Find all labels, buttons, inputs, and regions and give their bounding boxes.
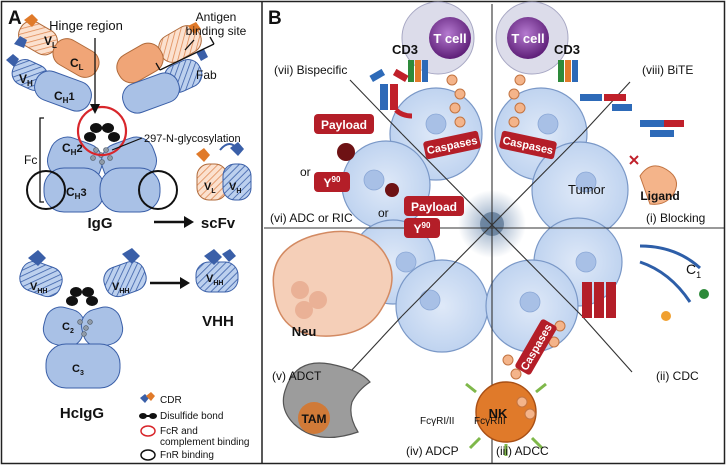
- fab-label: Fab: [196, 68, 217, 82]
- panel-a: A: [6, 8, 252, 461]
- svg-text:VH: VH: [229, 181, 241, 195]
- fcr-binding-circle: [76, 105, 128, 157]
- scfv-molecule: VL VH: [196, 142, 252, 201]
- panel-b: B: [264, 1, 724, 463]
- nk-cell: NK: [465, 381, 547, 456]
- igg-fc: [43, 136, 161, 213]
- panel-a-letter: A: [8, 8, 22, 29]
- or-label-2: or: [378, 206, 389, 220]
- y90-tag-2: Y90: [404, 218, 440, 238]
- neu-label: Neu: [292, 324, 317, 339]
- c1-label: C1: [686, 261, 701, 280]
- sector-cdc: (ii) CDC: [656, 369, 699, 383]
- sector-blocking: (i) Blocking: [646, 211, 705, 225]
- fnr-binding-circle-right: [138, 170, 178, 210]
- svg-text:Y90: Y90: [324, 175, 341, 190]
- legend: CDR Disulfide bond FcR and complement bi…: [139, 392, 250, 461]
- antigen-binding-label-1: Antigen: [196, 10, 237, 24]
- tcell-right: T cell: [495, 1, 569, 75]
- ch2-label: CH2: [62, 141, 83, 157]
- vhh-label: VHH: [202, 313, 234, 330]
- sector-adc: (vi) ADC or RIC: [270, 211, 353, 225]
- svg-text:VL: VL: [204, 181, 216, 195]
- svg-text:C2: C2: [62, 321, 74, 335]
- payload-tag-1: Payload: [314, 114, 374, 134]
- legend-fcr: FcR and: [160, 426, 198, 437]
- sector-adcp: (iv) ADCP: [406, 444, 459, 458]
- tam-label: TAM: [301, 412, 326, 426]
- bite-molecule: [580, 94, 632, 111]
- neutrophil: Neu: [272, 230, 393, 339]
- vhh-molecule: VHH: [195, 249, 239, 293]
- legend-disulfide: Disulfide bond: [160, 411, 223, 422]
- igg-label: IgG: [88, 215, 113, 232]
- svg-text:C3: C3: [72, 363, 84, 377]
- c1-complex: C1: [582, 244, 709, 321]
- svg-text:Payload: Payload: [411, 200, 457, 214]
- cd3-right-label: CD3: [554, 42, 580, 57]
- sector-bispecific: (vii) Bispecific: [274, 63, 347, 77]
- tcell-right-label: T cell: [511, 31, 544, 46]
- hcigg-to-vhh-arrow: [180, 277, 190, 289]
- sector-adcc: (iii) ADCC: [496, 444, 549, 458]
- scfv-label: scFv: [201, 215, 236, 232]
- or-label-1: or: [300, 165, 311, 179]
- svg-text:VHH: VHH: [112, 281, 129, 295]
- payload-star-1: [337, 143, 355, 161]
- payload-star-2: [385, 183, 399, 197]
- antigen-binding-label-2: binding site: [186, 24, 247, 38]
- fcgr-adcc-label: FcγRIII: [474, 416, 506, 427]
- ligand: Ligand: [629, 155, 680, 205]
- svg-text:Payload: Payload: [321, 118, 367, 132]
- fcr-circle-icon: [140, 425, 156, 437]
- sector-bite: (viii) BiTE: [642, 63, 693, 77]
- vl-label: VL: [44, 34, 57, 50]
- hinge-region-label: Hinge region: [49, 18, 123, 33]
- nk-label: NK: [489, 406, 508, 421]
- tcell-left: T cell: [401, 1, 475, 75]
- tcell-left-label: T cell: [433, 31, 466, 46]
- svg-text:Ligand: Ligand: [640, 189, 679, 203]
- ch1-label: CH1: [54, 89, 75, 105]
- sector-adct: (v) ADCT: [272, 369, 322, 383]
- glycosylation-label: 297-N-glycosylation: [144, 133, 241, 145]
- cl-label: CL: [70, 56, 84, 72]
- fnr-binding-circle-left: [26, 170, 66, 210]
- tam-macrophage: TAM: [282, 362, 371, 438]
- igg-right-arm: [116, 22, 208, 114]
- vh-label: VH: [19, 72, 33, 88]
- svg-text:VHH: VHH: [206, 273, 223, 287]
- hinge-disulfide: [84, 123, 120, 142]
- fc-label: Fc: [24, 153, 37, 167]
- legend-cdr: CDR: [160, 395, 182, 406]
- y90-tag-1: Y90: [314, 172, 350, 192]
- blocking-antibody: [640, 120, 684, 137]
- cd3-left-label: CD3: [392, 42, 418, 57]
- cd3-receptor-left: [408, 60, 428, 82]
- fnr-circle-icon: [140, 449, 156, 461]
- svg-text:Y90: Y90: [414, 221, 431, 236]
- hcigg-label: HcIgG: [60, 405, 104, 422]
- cd3-receptor-right: [558, 60, 578, 82]
- tumor-label: Tumor: [568, 182, 606, 197]
- fcgr-adcp-label: FcγRI/II: [420, 416, 454, 427]
- svg-text:VHH: VHH: [30, 281, 47, 295]
- payload-tag-2: Payload: [404, 196, 464, 216]
- igg-left-arm: [6, 14, 100, 112]
- legend-fnr: FnR binding: [160, 450, 214, 461]
- ch3-label: CH3: [66, 185, 87, 201]
- hcigg-molecule: VHH VHH C2 C3: [19, 248, 147, 389]
- panel-b-letter: B: [268, 8, 282, 29]
- igg-to-scfv-arrow: [184, 216, 194, 228]
- legend-complement: complement binding: [160, 437, 250, 448]
- bispecific-antibody: [369, 68, 413, 119]
